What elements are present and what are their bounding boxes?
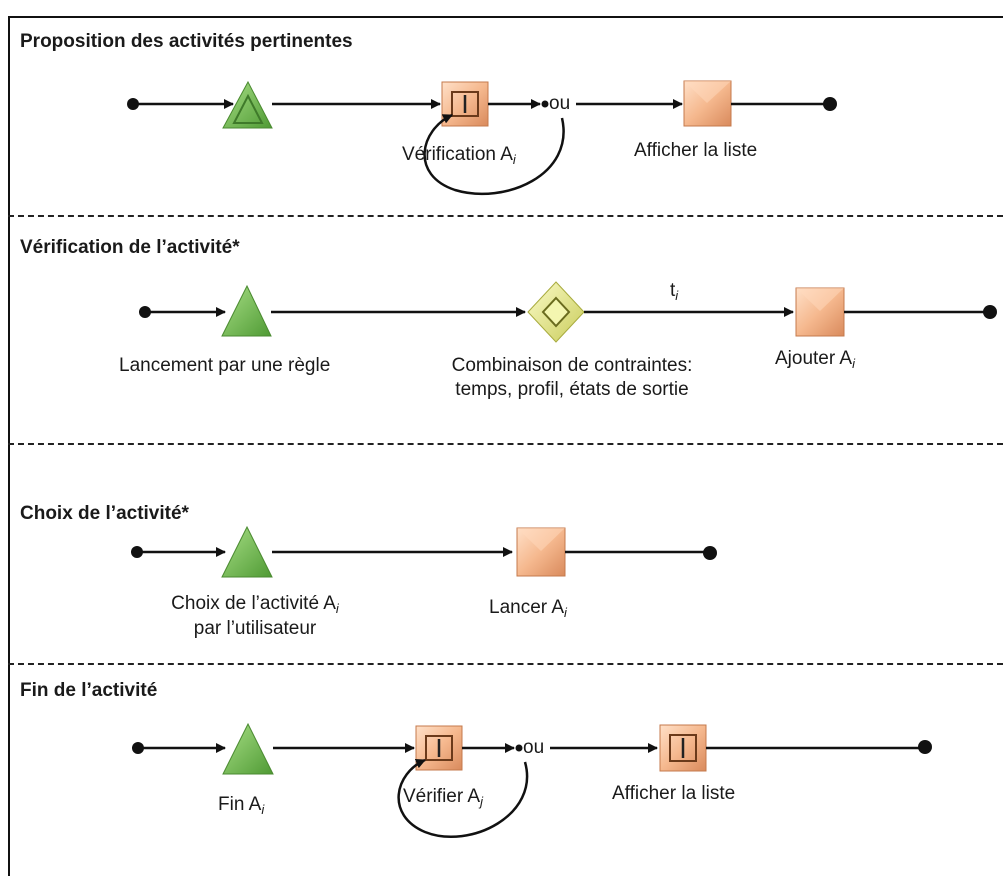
section-title: Vérification de l’activité* xyxy=(20,237,240,258)
verify-label: Vérifier Aj xyxy=(403,786,483,809)
end-point xyxy=(918,740,932,754)
gateway-diamond-icon xyxy=(527,281,585,343)
loop-task-box-icon xyxy=(441,81,489,127)
section-title: Choix de l’activité* xyxy=(20,503,189,524)
user-choice-label: Choix de l’activité Ai par l’utilisateur xyxy=(171,593,339,639)
section-divider xyxy=(8,443,1003,445)
or-junction xyxy=(541,100,549,108)
end-point xyxy=(823,97,837,111)
end-activity-label: Fin Ai xyxy=(218,794,265,817)
constraints-label: Combinaison de contraintes: temps, profi… xyxy=(451,355,693,400)
display-list-label: Afficher la liste xyxy=(634,140,758,161)
end-point xyxy=(983,305,997,319)
start-event-triangle-icon xyxy=(221,284,272,337)
display-list-label: Afficher la liste xyxy=(612,783,736,804)
section-3-flow xyxy=(131,525,717,578)
or-label: ou xyxy=(549,93,571,114)
section-title: Proposition des activités pertinentes xyxy=(20,31,353,52)
loop-task-box-icon xyxy=(415,725,463,771)
section-divider xyxy=(8,663,1003,665)
verification-label: Vérification Ai xyxy=(402,144,516,167)
or-junction xyxy=(515,744,523,752)
add-activity-label: Ajouter Ai xyxy=(775,348,855,371)
section-2-flow xyxy=(139,281,997,343)
launch-activity-label: Lancer Ai xyxy=(489,597,567,620)
end-point xyxy=(703,546,717,560)
section-4-flow xyxy=(132,722,932,838)
section-1-flow xyxy=(127,80,837,195)
trigger-rule-label: Lancement par une règle xyxy=(119,355,331,376)
end-event-triangle-icon xyxy=(222,722,274,775)
loop-task-box-icon xyxy=(659,724,707,772)
or-label: ou xyxy=(523,737,545,758)
start-event-triangle-icon xyxy=(221,525,273,578)
section-title: Fin de l’activité xyxy=(20,680,158,701)
loop-arrow xyxy=(423,113,565,195)
section-divider xyxy=(8,215,1003,217)
task-box-icon xyxy=(683,80,732,127)
time-label: ti xyxy=(670,280,679,303)
process-diagram xyxy=(127,80,997,838)
task-box-icon xyxy=(516,527,566,577)
start-event-triangle-icon xyxy=(222,80,273,129)
diagram-frame xyxy=(8,16,1003,876)
task-box-icon xyxy=(795,287,845,337)
loop-arrow xyxy=(397,758,529,838)
